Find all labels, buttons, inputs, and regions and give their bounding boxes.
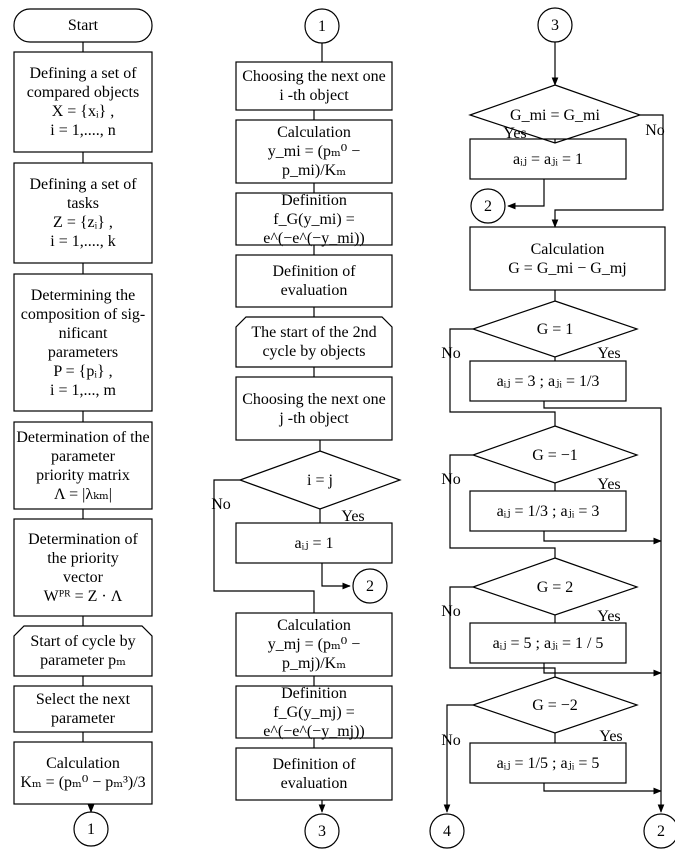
connector-2-col3 <box>470 188 506 224</box>
choose-i-label: Choosing the next one i -th object <box>242 68 386 104</box>
yes-label-2: Yes <box>597 344 621 362</box>
yes-label-4: Yes <box>597 607 621 625</box>
next-param-label: Select the next parameter <box>35 691 131 727</box>
no-label-4: No <box>441 602 461 620</box>
aij-1-5-label: aᵢⱼ = 1/5 ; aⱼᵢ = 5 <box>496 754 600 772</box>
start-label: Start <box>67 17 99 34</box>
aij-3-label: aᵢⱼ = 3 ; aⱼᵢ = 1/3 <box>496 372 600 390</box>
loop-objects-label: The start of the 2nd cycle by objects <box>251 324 377 360</box>
calc-ymj-label: Calculation y_mj = (pₘ⁰ − p_mj)/Kₘ <box>267 617 361 672</box>
loop-params-label: Start of cycle by parameter pₘ <box>30 633 136 669</box>
priority-vector-label: Determination of the priority vector Wᴾᴿ… <box>28 530 138 605</box>
yes-label-col2: Yes <box>341 507 365 525</box>
no-label-1: No <box>645 121 665 139</box>
box-calc-g <box>469 226 666 291</box>
def-eval-2-label: Definition of evaluation <box>272 756 356 792</box>
decision-g-minus-1-label: G = −1 <box>532 446 578 464</box>
calc-g-label: Calculation G = G_mi − G_mj <box>508 240 627 277</box>
aij-5-label: aᵢⱼ = 5 ; aⱼᵢ = 1 / 5 <box>492 634 604 652</box>
decision-i-eq-j-label: i = j <box>307 471 333 489</box>
connector-2-col2-label: 2 <box>366 577 374 595</box>
def-fg-mi-label: Definition f_G(y_mi) = e^(−e^(−y_mi)) <box>263 191 365 247</box>
box-aij-1-5 <box>469 742 627 784</box>
connector-1-out-label: 1 <box>87 820 95 838</box>
decision-g-2-label: G = 2 <box>536 578 574 596</box>
tasks-label: Defining a set of tasks Z = {zᵢ} , i = 1… <box>29 176 137 250</box>
connector-1-in-label: 1 <box>318 17 326 35</box>
box-aij-1 <box>235 522 393 564</box>
objects-label: Defining a set of compared objects X = {… <box>26 65 140 139</box>
connector-4-out-label: 4 <box>443 822 451 840</box>
connector-3-out <box>304 813 340 849</box>
connector-4-out <box>429 813 465 849</box>
box-aij-5 <box>469 622 627 664</box>
yes-label-1: Yes <box>503 124 527 142</box>
box-aij-3 <box>469 360 627 402</box>
decision-gmi-label: G_mi = G_mi <box>510 106 600 124</box>
def-eval-1-label: Definition of evaluation <box>272 263 356 299</box>
no-label-3: No <box>441 470 461 488</box>
no-label-2: No <box>441 344 461 362</box>
choose-j-label: Choosing the next one j -th object <box>242 390 386 427</box>
aij-1-label: aᵢⱼ = 1 <box>294 534 334 552</box>
connector-3-in-label: 3 <box>551 16 559 34</box>
no-label-col2: No <box>211 495 231 513</box>
def-fg-mj-label: Definition f_G(y_mj) = e^(−e^(−y_mj)) <box>263 684 365 740</box>
yes-label-5: Yes <box>599 727 623 745</box>
connector-2-out <box>643 813 675 849</box>
loop-start-objects <box>235 316 393 368</box>
connector-2-out-label: 2 <box>657 822 665 840</box>
calc-k-label: Calculation Kₘ = (pₘ⁰ − pₘ³)/3 <box>20 755 146 791</box>
connector-3-out-label: 3 <box>318 822 326 840</box>
aij-1-3-label: aᵢⱼ = 1/3 ; aⱼᵢ = 3 <box>496 502 600 520</box>
decision-g-1-label: G = 1 <box>536 320 574 338</box>
decision-g-minus-2-label: G = −2 <box>532 696 578 714</box>
aij-aji-1-label: aᵢⱼ = aⱼᵢ = 1 <box>513 150 583 168</box>
connector-2-col2 <box>352 568 388 604</box>
connector-2-col3-label: 2 <box>484 197 492 215</box>
parameters-label: Determining the composition of sig- nifi… <box>20 286 146 399</box>
calc-ymi-label: Calculation y_mi = (pₘ⁰ − p_mi)/Kₘ <box>267 124 361 179</box>
yes-label-3: Yes <box>597 475 621 493</box>
loop-start-params <box>13 625 153 677</box>
no-label-5: No <box>441 731 461 749</box>
box-aij-1-3 <box>469 490 627 532</box>
box-aij-aji-1 <box>469 138 627 180</box>
priority-matrix-label: Determination of the parameter priority … <box>16 428 150 503</box>
